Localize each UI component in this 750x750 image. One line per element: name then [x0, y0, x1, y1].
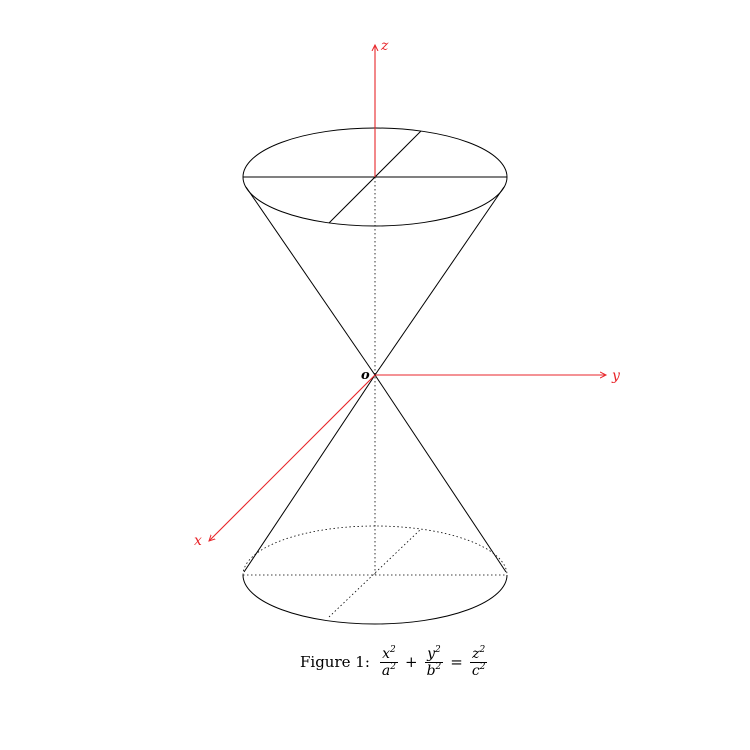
lower-cone-right-edge [374, 374, 507, 573]
lower-cone-left-edge [243, 374, 376, 573]
term3-numerator-var: z [472, 645, 480, 662]
bottom-diameter-diagonal [328, 528, 422, 618]
term2-denominator-exp: 2 [435, 661, 442, 672]
upper-cone-right-edge [374, 186, 505, 376]
term2-numerator-var: y [427, 645, 435, 662]
figure-caption: Figure 1: x2 a2 + y2 b2 = z2 c2 [300, 638, 540, 686]
y-axis-label: y [611, 368, 621, 384]
caption-prefix: Figure 1: [300, 653, 370, 671]
z-axis-label: z [380, 38, 389, 54]
term1-denominator-exp: 2 [390, 661, 396, 672]
origin-label: o [361, 368, 370, 383]
equals-operator: = [450, 653, 463, 671]
term1-numerator-var: x [382, 645, 391, 662]
fraction-x-over-a: x2 a2 [380, 644, 398, 679]
term2-denominator-var: b [426, 662, 436, 679]
bottom-ellipse-front [242, 574, 508, 625]
x-axis-label: x [194, 533, 202, 549]
term1-denominator-var: a [381, 662, 391, 679]
term3-denominator-exp: 2 [479, 661, 486, 672]
term1-numerator-exp: 2 [390, 644, 396, 655]
term3-denominator-var: c [471, 662, 480, 679]
term2-numerator-exp: 2 [435, 644, 441, 655]
fraction-z-over-c: z2 c2 [470, 644, 488, 679]
x-axis [209, 374, 376, 541]
term3-numerator-exp: 2 [479, 644, 486, 655]
plus-operator: + [404, 653, 418, 671]
fraction-y-over-b: y2 b2 [425, 644, 444, 679]
upper-cone-left-edge [245, 186, 376, 376]
